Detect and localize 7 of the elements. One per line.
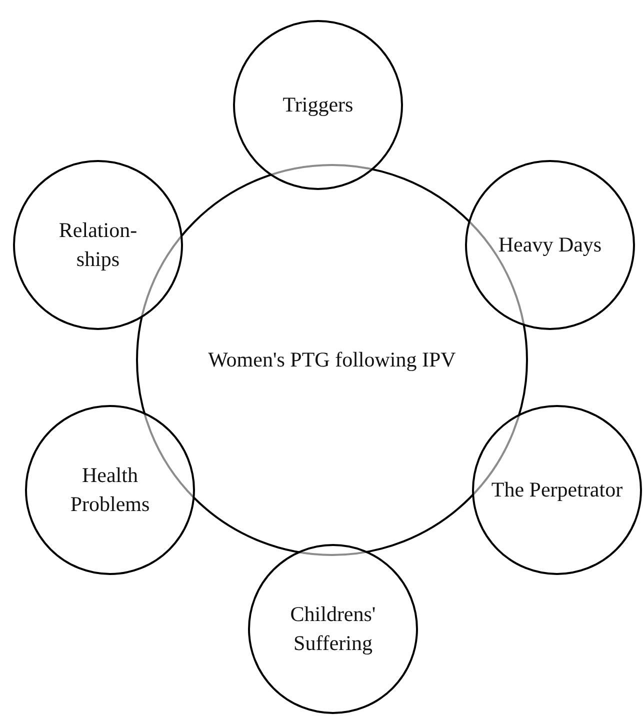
node-label: The Perpetrator xyxy=(490,476,624,504)
node-label: Women's PTG following IPV xyxy=(207,346,457,374)
node-label: Health Problems xyxy=(69,462,151,518)
node-label: Relation-ships xyxy=(58,217,138,273)
node-label: Heavy Days xyxy=(497,232,603,258)
node-label: Triggers xyxy=(282,92,354,118)
node-label: Childrens' Suffering xyxy=(289,601,377,657)
